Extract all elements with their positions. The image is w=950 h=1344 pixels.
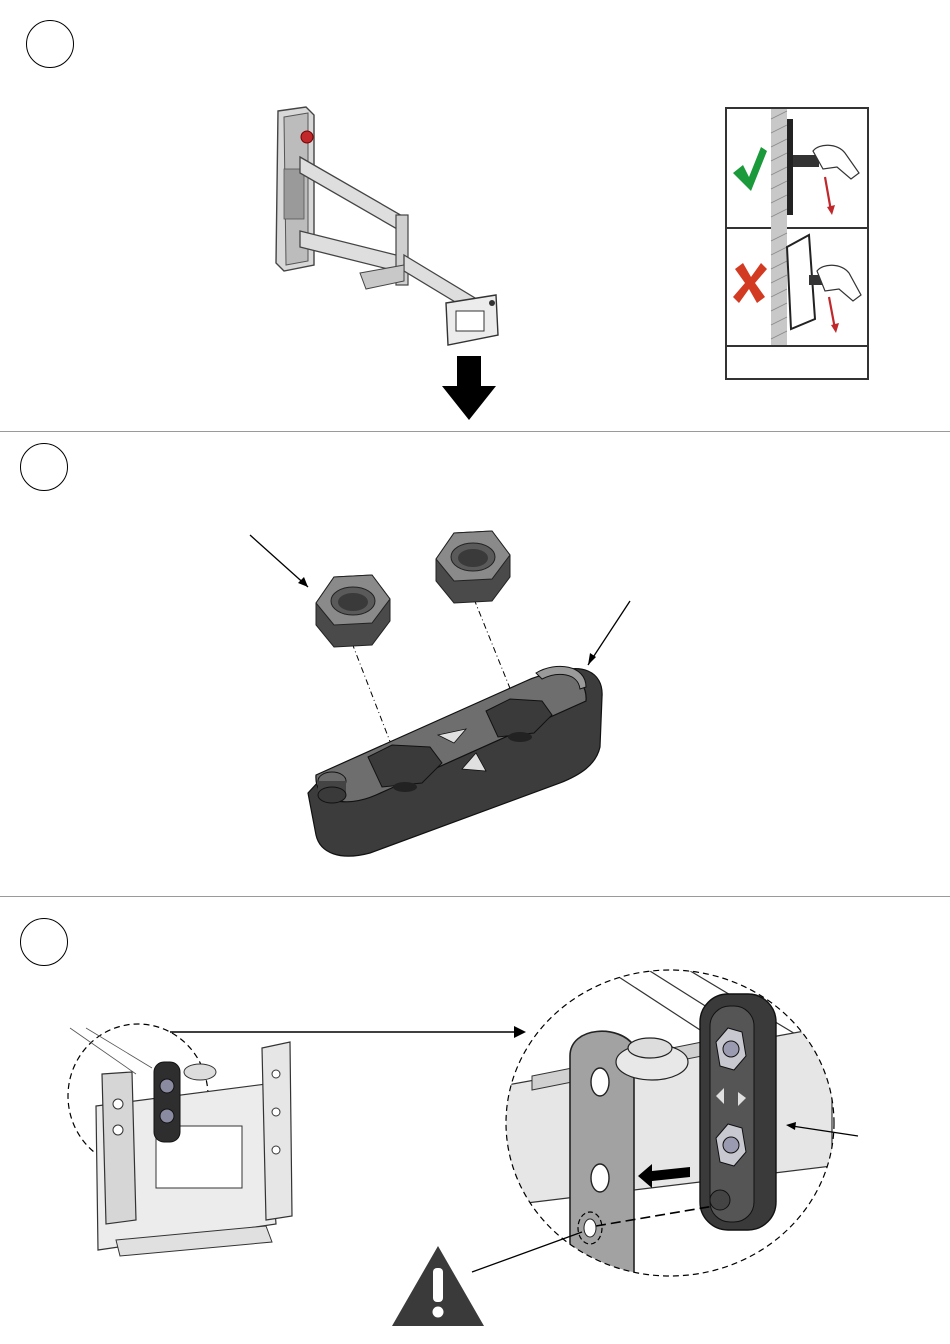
warning-pointer-line [470, 1226, 590, 1276]
down-arrow-icon [442, 356, 496, 422]
spacer-pointer-line [588, 601, 630, 665]
spacer-and-nuts-diagram [240, 525, 640, 865]
spacer-detail [700, 994, 776, 1230]
hex-nut-2 [436, 531, 510, 603]
installation-check-inset [725, 107, 869, 380]
step-2-number [20, 443, 68, 491]
step-3-number [20, 918, 68, 966]
divider-2 [0, 896, 950, 897]
wall-plate-red-cap [301, 131, 313, 143]
bracket-overview [66, 1020, 306, 1260]
nut-pointer-line [250, 535, 308, 587]
detail-pointer-line [780, 1120, 860, 1140]
warning-icon [390, 1244, 486, 1328]
divider-1 [0, 431, 950, 432]
wall-arm-mount [270, 105, 510, 355]
zoom-connector-arrow [170, 1024, 530, 1040]
spacer-block [308, 666, 602, 856]
hex-nut-1 [316, 575, 390, 647]
step-1-number [26, 20, 74, 68]
